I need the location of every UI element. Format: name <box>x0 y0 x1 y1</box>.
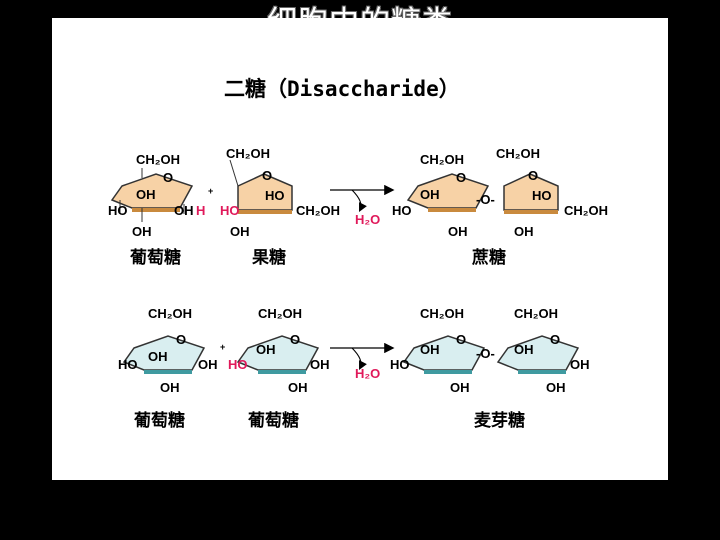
ring-oxygen: O <box>550 332 560 347</box>
maltose-ch2oh-1: CH₂OH <box>420 306 464 321</box>
sucrose-product: CH₂OH O OH HO OH -O- CH₂OH O HO CH₂OH OH <box>392 146 608 239</box>
label-glucose-2: 葡萄糖 <box>133 410 185 431</box>
fructose-ho-red: HO <box>220 203 240 218</box>
sucrose-glc-ch2oh: CH₂OH <box>420 152 464 167</box>
label-maltose: 麦芽糖 <box>474 410 525 431</box>
glucose-oh-inner: OH <box>148 349 168 364</box>
water-label-2: H₂O <box>355 366 380 381</box>
sucrose-glc-oh-bottom: OH <box>448 224 468 239</box>
maltose-oh-right: OH <box>570 357 590 372</box>
sucrose-fru-oh: OH <box>514 224 534 239</box>
plus-sign-1: + <box>208 186 213 196</box>
ring-oxygen: O <box>176 332 186 347</box>
glucose-oh-inner: OH <box>256 342 276 357</box>
label-sucrose: 蔗糖 <box>471 247 506 268</box>
maltose-ho: HO <box>390 357 410 372</box>
sucrose-fru-ch2oh: CH₂OH <box>496 146 540 161</box>
glucose-ring-3: CH₂OH O OH HO OH OH <box>228 306 330 395</box>
label-fructose: 果糖 <box>252 247 286 268</box>
maltose-oh-inner-2: OH <box>514 342 534 357</box>
glucose-ho: HO <box>108 203 128 218</box>
glucose-ring-2: CH₂OH O OH HO OH OH <box>118 306 218 395</box>
fructose-ch2oh-right: CH₂OH <box>296 203 340 218</box>
glucose-ch2oh: CH₂OH <box>136 152 180 167</box>
reaction-arrow-1: H₂O <box>330 184 395 227</box>
glucose-oh-right: OH <box>198 357 218 372</box>
sucrose-ho: HO <box>392 203 412 218</box>
glucose-ch2oh: CH₂OH <box>258 306 302 321</box>
maltose-oh-bottom-1: OH <box>450 380 470 395</box>
ring-oxygen: O <box>290 332 300 347</box>
glucose-oh-bottom: OH <box>132 224 152 239</box>
glucose-oh-bottom: OH <box>160 380 180 395</box>
glucose-oh-right: OH <box>174 203 194 218</box>
diagram-heading: 二糖（Disaccharide） <box>224 77 460 101</box>
water-label-1: H₂O <box>355 212 380 227</box>
plus-sign-2: + <box>220 342 225 352</box>
ring-oxygen: O <box>456 332 466 347</box>
glucose-ho: HO <box>118 357 138 372</box>
glucose-oh-right: OH <box>310 357 330 372</box>
glucose-ch2oh: CH₂OH <box>148 306 192 321</box>
diagram-panel: 二糖（Disaccharide） CH₂OH O OH HO OH H OH +… <box>52 18 668 480</box>
sucrose-fru-ch2oh-right: CH₂OH <box>564 203 608 218</box>
fructose-ring-1: CH₂OH O HO HO CH₂OH OH <box>220 146 340 239</box>
reaction-arrow-2: H₂O <box>330 342 395 381</box>
disaccharide-diagram: 二糖（Disaccharide） CH₂OH O OH HO OH H OH +… <box>108 77 608 431</box>
ring-oxygen: O <box>456 170 466 185</box>
sucrose-fru-ho: HO <box>532 188 552 203</box>
maltose-oh-inner-1: OH <box>420 342 440 357</box>
maltose-ch2oh-2: CH₂OH <box>514 306 558 321</box>
glucose-oh-inner: OH <box>136 187 156 202</box>
glucose-h-red: H <box>196 203 205 218</box>
glucose-ring-1: CH₂OH O OH HO OH H OH <box>108 152 205 239</box>
label-glucose-3: 葡萄糖 <box>247 410 299 431</box>
fructose-ch2oh-top: CH₂OH <box>226 146 270 161</box>
ring-oxygen: O <box>528 168 538 183</box>
maltose-product: CH₂OH O OH HO OH -O- CH₂OH O OH OH OH <box>390 306 590 395</box>
maltose-oh-bottom-2: OH <box>546 380 566 395</box>
glycosidic-link-2: -O- <box>476 346 495 361</box>
ring-oxygen: O <box>262 168 272 183</box>
label-glucose-1: 葡萄糖 <box>129 247 181 268</box>
glucose-oh-bottom: OH <box>288 380 308 395</box>
ring-oxygen: O <box>163 170 173 185</box>
fructose-ho-inner: HO <box>265 188 285 203</box>
glucose-ho-red: HO <box>228 357 248 372</box>
sucrose-glc-oh: OH <box>420 187 440 202</box>
glycosidic-link-1: -O- <box>476 192 495 207</box>
fructose-oh-bottom: OH <box>230 224 250 239</box>
